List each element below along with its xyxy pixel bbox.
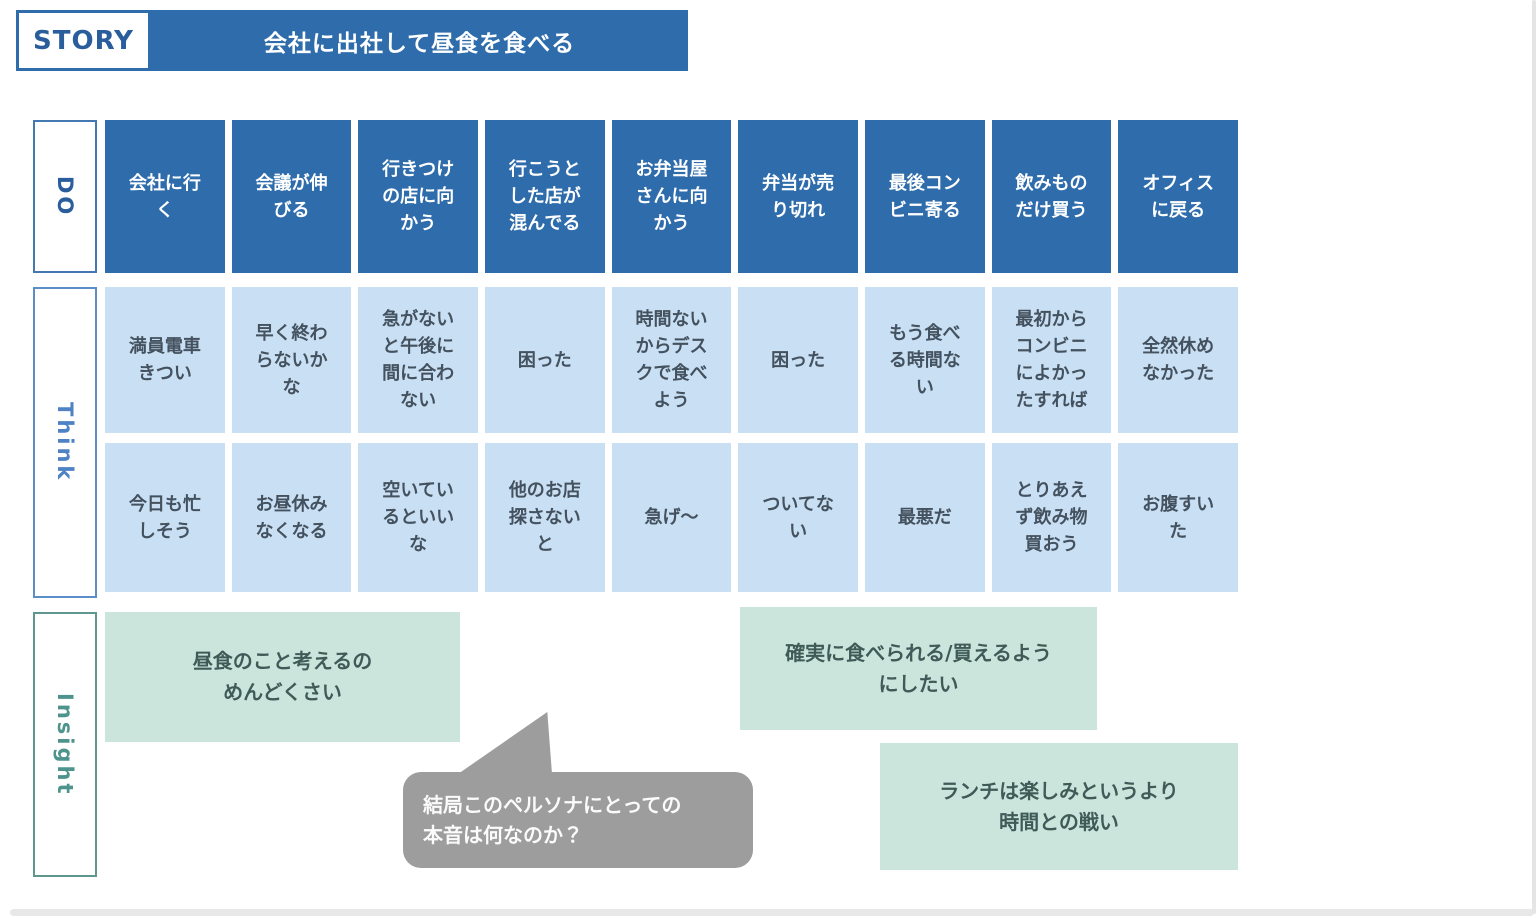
think-cell: 早く終わ らないか な bbox=[231, 287, 352, 433]
story-title-bar: 会社に出社して昼食を食べる bbox=[151, 10, 688, 71]
think-cell: 困った bbox=[738, 287, 858, 433]
think-cell: 他のお店 探さない と bbox=[484, 443, 605, 592]
row-label-do: DO bbox=[33, 120, 97, 273]
insight-note: 昼食のこと考えるの めんどくさい bbox=[105, 612, 460, 742]
think-cell: 今日も忙 しそう bbox=[105, 443, 225, 592]
think-cell: 満員電車 きつい bbox=[105, 287, 225, 433]
think-cell: 空いてい るといい な bbox=[358, 443, 478, 592]
window-bottom-edge bbox=[10, 909, 1534, 916]
do-cell: 弁当が売 り切れ bbox=[738, 120, 858, 273]
think-cell: 急げ〜 bbox=[611, 443, 732, 592]
do-cell: お弁当屋 さんに向 かう bbox=[611, 120, 732, 273]
row-label-insight: Insight bbox=[33, 612, 97, 877]
think-cell: 最初から コンビニ によかっ たすれば bbox=[991, 287, 1112, 433]
window-right-edge bbox=[1532, 0, 1536, 914]
think-row-1: 満員電車 きつい 早く終わ らないか な 急がない と午後に 間に合わ ない 困… bbox=[105, 287, 1238, 433]
insight-note: 確実に食べられる/買えるよう にしたい bbox=[740, 607, 1097, 730]
think-cell: もう食べ る時間な い bbox=[864, 287, 985, 433]
do-cell: オフィス に戻る bbox=[1118, 120, 1238, 273]
think-cell: 全然休め なかった bbox=[1118, 287, 1238, 433]
do-cell: 会社に行 く bbox=[105, 120, 225, 273]
think-cell: ついてな い bbox=[738, 443, 858, 592]
do-cell: 飲みもの だけ買う bbox=[991, 120, 1112, 273]
story-label-box: STORY bbox=[16, 10, 151, 71]
think-cell: お腹すい た bbox=[1118, 443, 1238, 592]
think-cell: 困った bbox=[484, 287, 605, 433]
row-label-think: Think bbox=[33, 287, 97, 598]
do-cell: 行こうと した店が 混んでる bbox=[484, 120, 605, 273]
insight-note: ランチは楽しみというより 時間との戦い bbox=[880, 743, 1238, 870]
do-cell: 会議が伸 びる bbox=[231, 120, 352, 273]
think-cell: 急がない と午後に 間に合わ ない bbox=[358, 287, 478, 433]
think-cell: 時間ない からデス クで食べ よう bbox=[611, 287, 732, 433]
speech-bubble: 結局このペルソナにとっての 本音は何なのか？ bbox=[403, 772, 753, 868]
think-cell: お昼休み なくなる bbox=[231, 443, 352, 592]
think-cell: 最悪だ bbox=[864, 443, 985, 592]
do-cell: 行きつけ の店に向 かう bbox=[358, 120, 478, 273]
speech-bubble-tail bbox=[458, 712, 552, 774]
think-row-2: 今日も忙 しそう お昼休み なくなる 空いてい るといい な 他のお店 探さない… bbox=[105, 443, 1238, 592]
do-row: 会社に行 く 会議が伸 びる 行きつけ の店に向 かう 行こうと した店が 混ん… bbox=[105, 120, 1238, 273]
think-cell: とりあえ ず飲み物 買おう bbox=[991, 443, 1112, 592]
do-cell: 最後コン ビニ寄る bbox=[864, 120, 985, 273]
